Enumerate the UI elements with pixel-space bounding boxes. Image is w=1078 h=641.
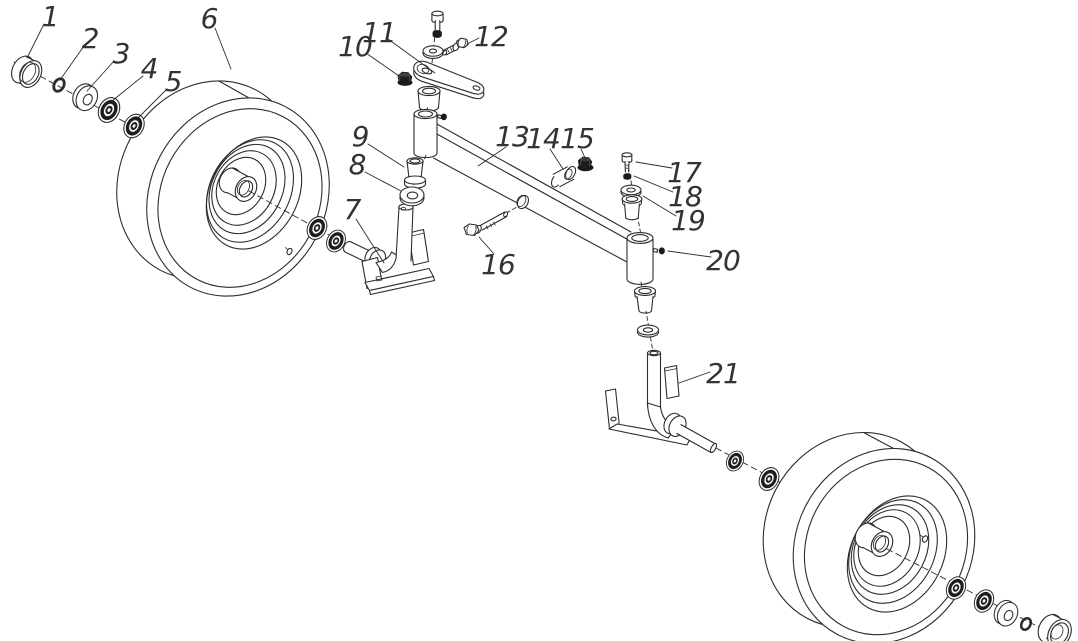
part-19-bushing bbox=[621, 194, 643, 221]
valve-stem-left bbox=[285, 247, 293, 256]
right-wheel-tire bbox=[762, 431, 976, 641]
part-9-bushing bbox=[403, 157, 427, 189]
callout-5: 5 bbox=[165, 65, 182, 98]
callout-leaders bbox=[26, 23, 712, 384]
pivot-bushing-top bbox=[417, 85, 441, 112]
part-10-nut bbox=[397, 71, 413, 86]
top-bolt bbox=[431, 10, 444, 38]
part-14-spacer bbox=[550, 165, 577, 188]
part-3-washer bbox=[68, 79, 103, 115]
right-pivot-tube bbox=[626, 232, 654, 285]
part-21-right-spindle bbox=[604, 349, 718, 454]
top-washer bbox=[422, 45, 444, 59]
left-pivot-tube bbox=[413, 108, 438, 159]
right-cap bbox=[1037, 613, 1072, 641]
part-2-ring bbox=[50, 75, 68, 95]
callout-3: 3 bbox=[113, 37, 130, 70]
part-1-cap bbox=[10, 55, 43, 88]
right-outer-parts bbox=[942, 572, 1072, 641]
callout-10: 10 bbox=[338, 30, 372, 63]
part-4-bearing bbox=[93, 93, 125, 127]
callout-21: 21 bbox=[706, 357, 740, 390]
callout-2: 2 bbox=[82, 22, 99, 55]
part-11-steering-arm bbox=[413, 60, 485, 100]
callout-14: 14 bbox=[526, 122, 560, 155]
callout-1: 1 bbox=[42, 0, 59, 33]
callout-15: 15 bbox=[560, 122, 594, 155]
valve-stem-right bbox=[919, 534, 929, 543]
callout-11: 11 bbox=[362, 16, 396, 49]
part-8-washer bbox=[399, 186, 425, 207]
right-inner-bearings bbox=[722, 447, 784, 495]
callout-13: 13 bbox=[495, 120, 529, 153]
left-grease-fitting bbox=[436, 113, 447, 121]
callout-17: 17 bbox=[667, 156, 702, 189]
callout-16: 16 bbox=[481, 248, 515, 281]
part-20-grease-fitting bbox=[652, 247, 665, 255]
part-12-bolt bbox=[442, 37, 469, 56]
part-17-bolt bbox=[621, 152, 633, 173]
right-lower-bushing bbox=[633, 286, 657, 314]
callout-labels: 1 2 3 4 5 6 7 8 9 10 11 12 13 14 15 16 1… bbox=[42, 0, 741, 390]
part-15-nut bbox=[577, 156, 594, 172]
callout-20: 20 bbox=[706, 244, 740, 277]
callout-12: 12 bbox=[474, 20, 508, 53]
callout-9: 9 bbox=[352, 120, 369, 153]
callout-18: 18 bbox=[668, 180, 702, 213]
right-hub-centerline bbox=[886, 548, 1067, 641]
callout-4: 4 bbox=[141, 52, 158, 85]
part-18-washer bbox=[623, 173, 632, 180]
part-16-bolt bbox=[463, 211, 509, 237]
callout-6: 6 bbox=[201, 2, 218, 35]
right-lower-washer bbox=[636, 324, 660, 338]
callout-19: 19 bbox=[671, 204, 705, 237]
callout-7: 7 bbox=[344, 193, 362, 226]
part-13-axle-beam bbox=[432, 121, 633, 263]
part-6-left-wheel-tire bbox=[116, 80, 330, 297]
callout-8: 8 bbox=[349, 148, 366, 181]
